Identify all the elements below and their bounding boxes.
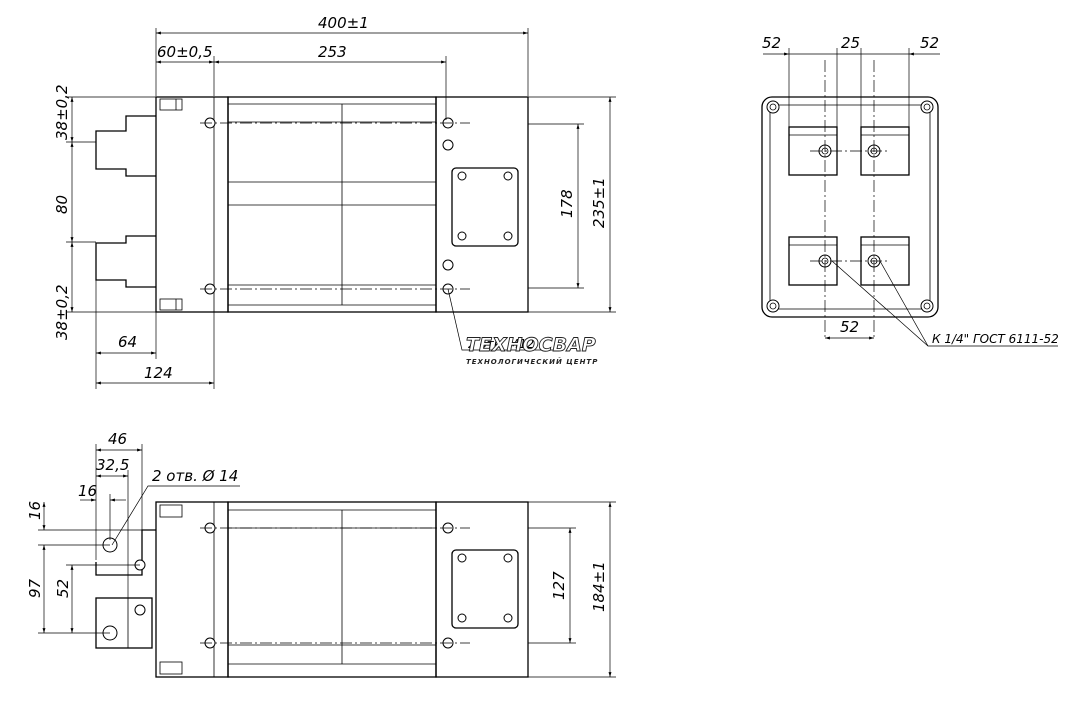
dim-80: 80	[53, 195, 71, 214]
holes-note-14: 2 отв. Ø 14	[152, 467, 238, 485]
dim-127: 127	[550, 571, 568, 600]
dim-16-vertical: 16	[26, 501, 44, 520]
fitting-note: К 1/4" ГОСТ 6111-52	[932, 332, 1059, 346]
dim-38-top: 38±0,2	[53, 84, 71, 140]
dim-60: 60±0,5	[157, 43, 213, 61]
dim-124: 124	[144, 364, 173, 382]
holes-note-m12: 2 отв. М12	[468, 337, 534, 351]
dim-235: 235±1	[590, 177, 608, 228]
dim-52-right: 52	[920, 34, 939, 52]
dim-97: 97	[26, 578, 44, 598]
dim-64: 64	[118, 333, 137, 351]
dim-38-bottom: 38±0,2	[53, 284, 71, 340]
dim-52-bottom: 52	[840, 318, 859, 336]
dim-52-left: 52	[762, 34, 781, 52]
dim-178: 178	[558, 189, 576, 218]
logo-text: ТЕХНОСВАР	[466, 334, 596, 356]
dim-400: 400±1	[318, 14, 369, 32]
logo-subtitle: ТЕХНОЛОГИЧЕСКИЙ ЦЕНТР	[466, 357, 598, 366]
dim-32-5: 32,5	[96, 456, 129, 474]
dim-184: 184±1	[590, 561, 608, 612]
dim-52-vertical: 52	[54, 579, 72, 598]
side-view: 46 32,5 16 2 отв. Ø 14 16 97 52 127 184±…	[26, 430, 616, 678]
dim-253: 253	[318, 43, 347, 61]
end-view: 52 25 52 52 К 1/4" ГОСТ 6111-52	[761, 34, 1059, 347]
dim-46: 46	[108, 430, 127, 448]
dim-25: 25	[841, 34, 860, 52]
dim-16-horizontal: 16	[78, 482, 97, 500]
top-view: 400±1 60±0,5 253 38±0,2 80 38±0,2 178 23…	[53, 14, 616, 389]
